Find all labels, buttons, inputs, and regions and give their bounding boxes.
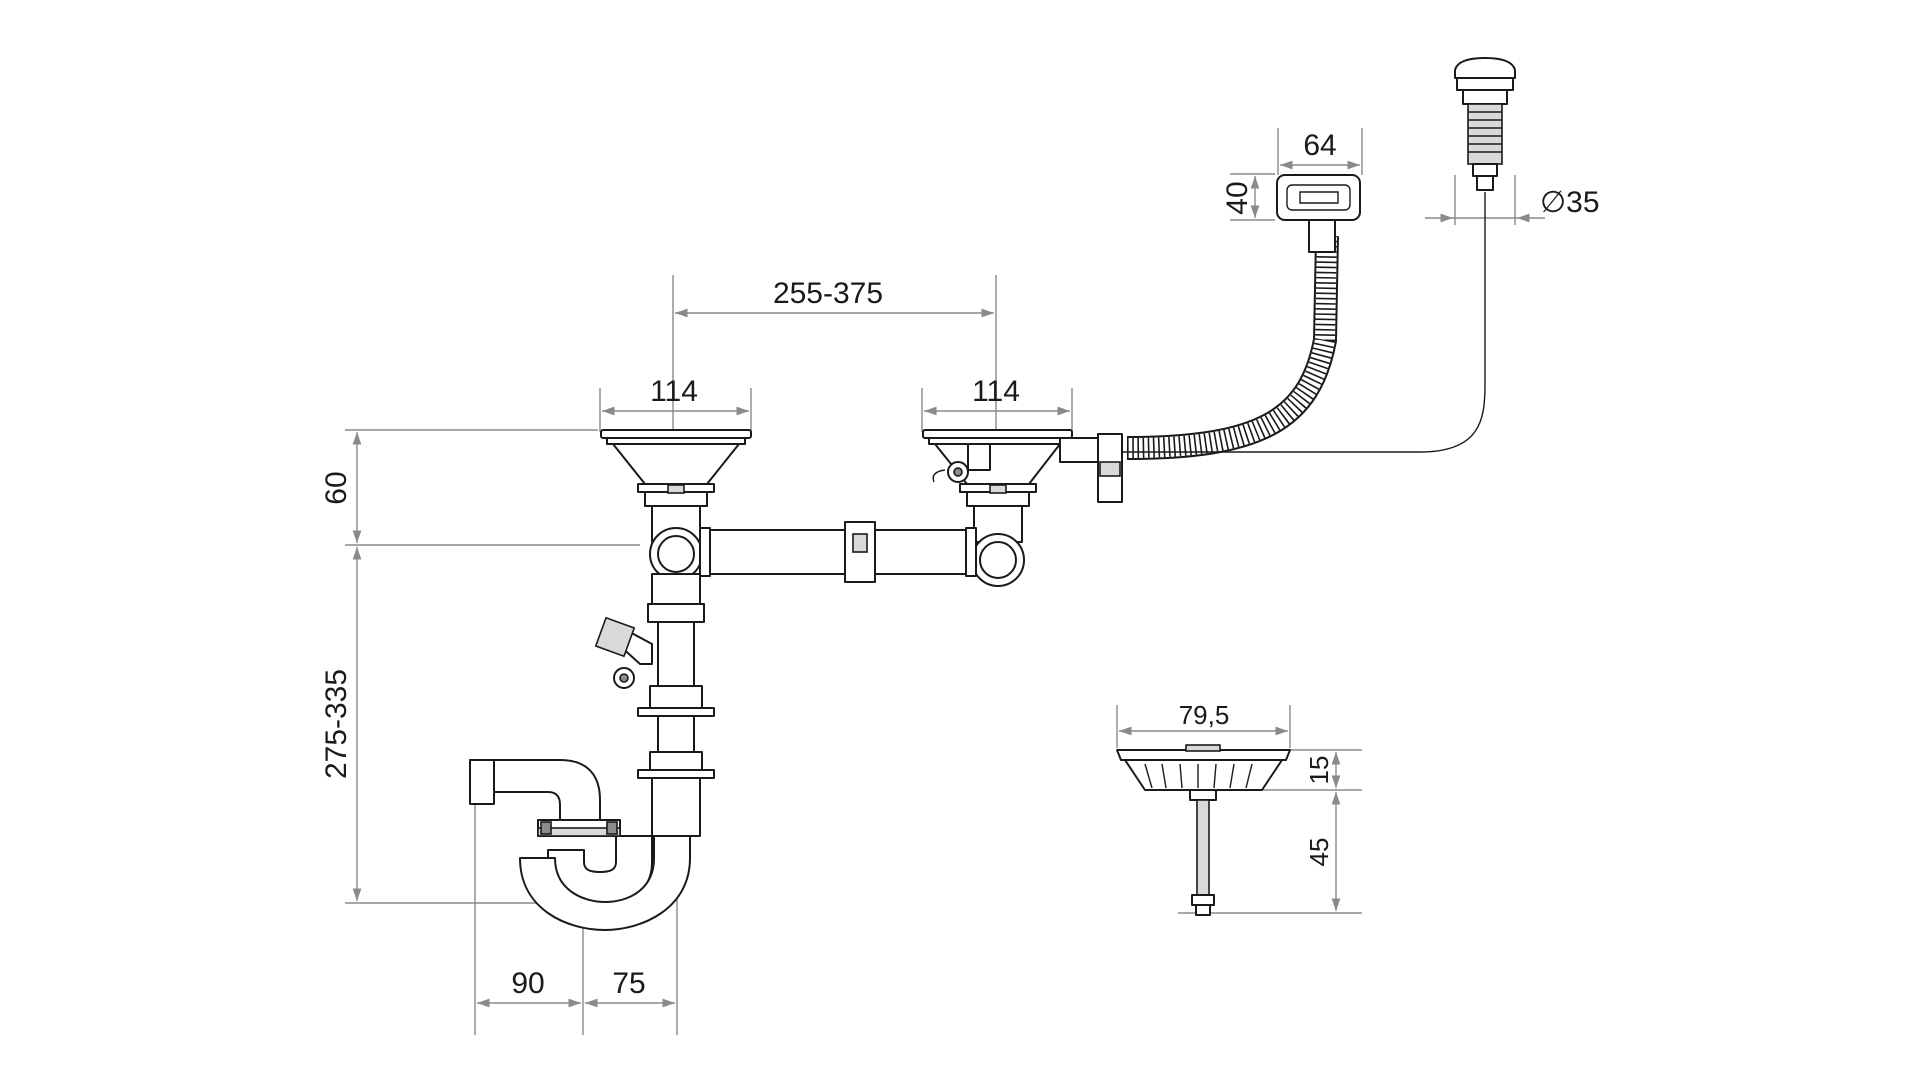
label-strainer-width: 79,5 bbox=[1179, 700, 1230, 730]
label-strainer-height: 15 bbox=[1304, 756, 1334, 785]
dimension-labels: 255-375 114 114 60 275-335 90 75 64 40 ∅… bbox=[320, 129, 1600, 1000]
right-drain bbox=[922, 429, 1123, 507]
label-drain-spacing: 255-375 bbox=[773, 277, 883, 310]
overflow-assembly bbox=[1120, 57, 1516, 460]
label-right-drain-width: 114 bbox=[972, 375, 1020, 408]
label-overflow-width: 64 bbox=[1303, 129, 1336, 162]
dimension-lines bbox=[345, 128, 1545, 1035]
label-siphon-height: 275-335 bbox=[320, 669, 353, 779]
label-drain-height: 60 bbox=[320, 471, 353, 504]
connector-pipe bbox=[649, 505, 1025, 587]
label-overflow-height: 40 bbox=[1221, 181, 1254, 214]
label-button-diameter: ∅35 bbox=[1540, 186, 1600, 219]
siphon-trap bbox=[469, 759, 691, 931]
strainer-basket bbox=[1116, 744, 1291, 916]
label-strainer-stem: 45 bbox=[1304, 838, 1334, 867]
stand-pipe bbox=[594, 573, 715, 837]
label-outlet-length: 90 bbox=[511, 967, 544, 1000]
left-drain bbox=[600, 429, 752, 507]
push-button bbox=[1454, 57, 1516, 191]
overflow-cover bbox=[1276, 174, 1361, 221]
label-siphon-offset: 75 bbox=[612, 967, 645, 1000]
label-left-drain-width: 114 bbox=[650, 375, 698, 408]
